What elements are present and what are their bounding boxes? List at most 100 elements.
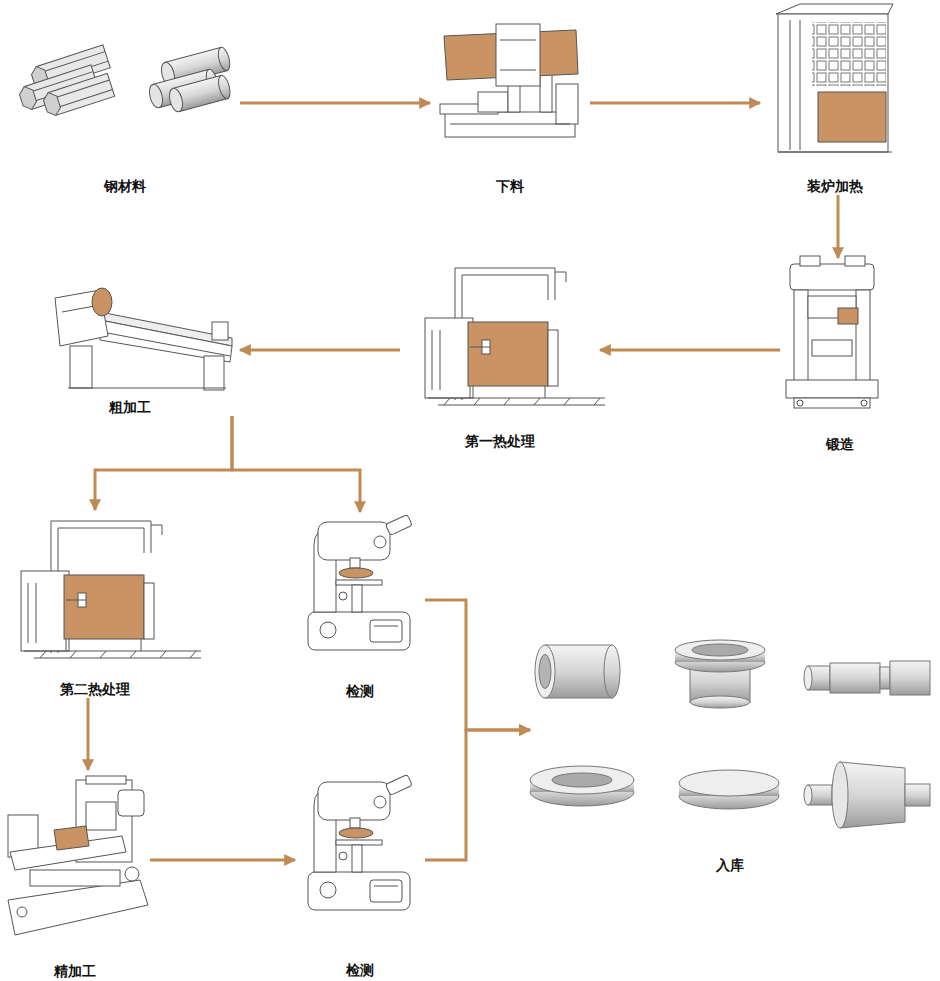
products: [804, 785, 812, 805]
milling-machine: [30, 870, 120, 886]
flow-arrow: [590, 102, 760, 105]
heating-furnace: [818, 92, 886, 142]
flow-arrow: [150, 859, 295, 862]
steel-bars: [18, 45, 233, 118]
milling-machine: [125, 867, 139, 881]
forging-press: [790, 264, 874, 290]
products: [545, 645, 612, 646]
steel-bars: [18, 84, 39, 111]
band-saw: [500, 70, 536, 71]
forging-press: [794, 290, 808, 382]
flow-arrow: [240, 349, 400, 352]
process-step: 检测: [295, 772, 425, 979]
step-label: 装炉加热: [807, 177, 863, 195]
steel-bars: [54, 90, 113, 109]
flow-arrow: [240, 102, 430, 105]
heating-furnace: [800, 20, 801, 150]
steel-bars: [216, 74, 232, 100]
milling-machine: [86, 776, 126, 784]
microscope: [308, 774, 412, 910]
heating-furnace: [778, 14, 888, 152]
flow-arrow: [425, 600, 530, 730]
lathe: [92, 288, 112, 316]
steel-bars: [167, 74, 232, 113]
flow-arrow: [95, 416, 232, 510]
products: [545, 698, 612, 699]
products: [832, 762, 848, 828]
band-saw: [500, 40, 536, 41]
forging-press: [838, 308, 858, 324]
band-saw: [556, 84, 578, 124]
microscope: [308, 514, 412, 650]
steel-bars: [147, 83, 165, 109]
forging-press: [856, 290, 870, 382]
products: [830, 663, 880, 693]
step-label: 粗加工: [109, 398, 151, 416]
process-step: 装炉加热: [760, 2, 910, 195]
band-saw: [440, 24, 578, 137]
products: [530, 640, 930, 828]
lathe: [212, 322, 228, 340]
products: [905, 784, 930, 806]
heat-treatment-furnace: [21, 521, 201, 658]
microscope: [308, 514, 412, 650]
microscope: [308, 774, 412, 910]
steel-bars: [167, 87, 185, 113]
flow-arrow: [600, 349, 780, 352]
heating-furnace: [790, 20, 791, 150]
products: [675, 640, 765, 660]
steel-bars: [50, 80, 109, 99]
process-step: 锻造: [780, 258, 900, 453]
lathe: [204, 356, 224, 390]
forging-press: [794, 398, 870, 408]
products: [604, 645, 620, 698]
heat-treatment-furnace: [21, 521, 201, 658]
lathe: [68, 388, 226, 389]
products: [804, 666, 812, 690]
flow-arrow: [837, 195, 840, 258]
heating-furnace: [776, 4, 893, 152]
steel-bars: [42, 90, 63, 117]
process-step: 检测: [295, 512, 425, 700]
steel-bars: [42, 73, 115, 117]
heating-furnace: [778, 152, 892, 153]
products: [539, 655, 551, 689]
milling-machine: [86, 802, 116, 830]
band-saw: [478, 92, 508, 112]
milling-machine: [54, 826, 89, 850]
milling-machine: [8, 880, 148, 935]
heating-furnace: [776, 4, 893, 14]
lathe: [55, 288, 232, 390]
products: [690, 696, 750, 708]
step-label: 精加工: [54, 962, 96, 980]
flow-arrow: [425, 730, 530, 860]
lathe: [102, 332, 230, 356]
process-step: 钢材料: [10, 35, 240, 195]
step-label: 检测: [346, 682, 374, 700]
process-step: 精加工: [0, 770, 150, 980]
flow-arrow: [87, 698, 90, 770]
step-label: 入库: [716, 856, 744, 874]
products: [880, 667, 890, 689]
step-label: 钢材料: [104, 177, 146, 195]
heat-treatment-furnace: [425, 268, 605, 405]
flow-arrow: [232, 416, 360, 512]
products: [840, 762, 905, 828]
products: [552, 773, 612, 787]
step-label: 第二热处理: [60, 680, 130, 698]
process-step: 下料: [430, 15, 590, 195]
steel-bars: [38, 52, 105, 74]
forging-press: [786, 380, 878, 398]
step-label: 锻造: [826, 435, 854, 453]
forging-press: [797, 400, 803, 406]
milling-machine: [8, 776, 148, 935]
products: [692, 644, 748, 656]
milling-machine: [17, 907, 27, 917]
process-step: 入库: [530, 630, 930, 874]
products: [679, 770, 779, 796]
process-step: 第二热处理: [2, 510, 188, 698]
step-label: 下料: [496, 177, 524, 195]
